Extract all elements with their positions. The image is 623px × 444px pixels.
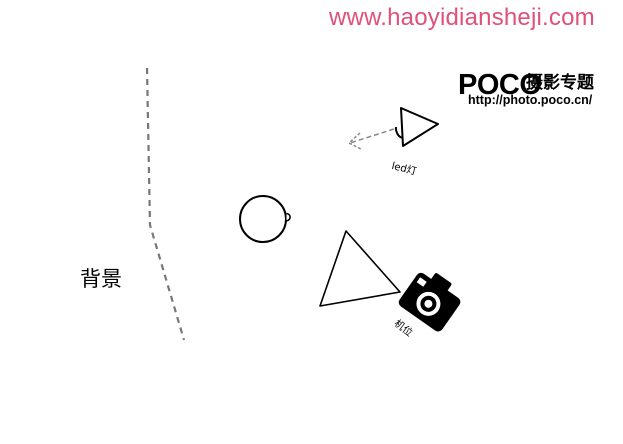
poco-subtitle: 摄影专题 <box>526 73 594 93</box>
poco-logo: POCO <box>458 69 542 101</box>
camera-view-triangle <box>319 230 401 307</box>
camera-icon <box>398 272 461 332</box>
background-dashed-line <box>145 67 186 341</box>
light-direction-arrow <box>347 128 395 150</box>
background-label: 背景 <box>80 267 122 291</box>
subject-symbol <box>239 195 291 243</box>
led-light-icon <box>394 107 439 147</box>
watermark-text: www.haoyidiansheji.com <box>329 4 595 31</box>
poco-url: http://photo.poco.cn/ <box>468 93 593 107</box>
